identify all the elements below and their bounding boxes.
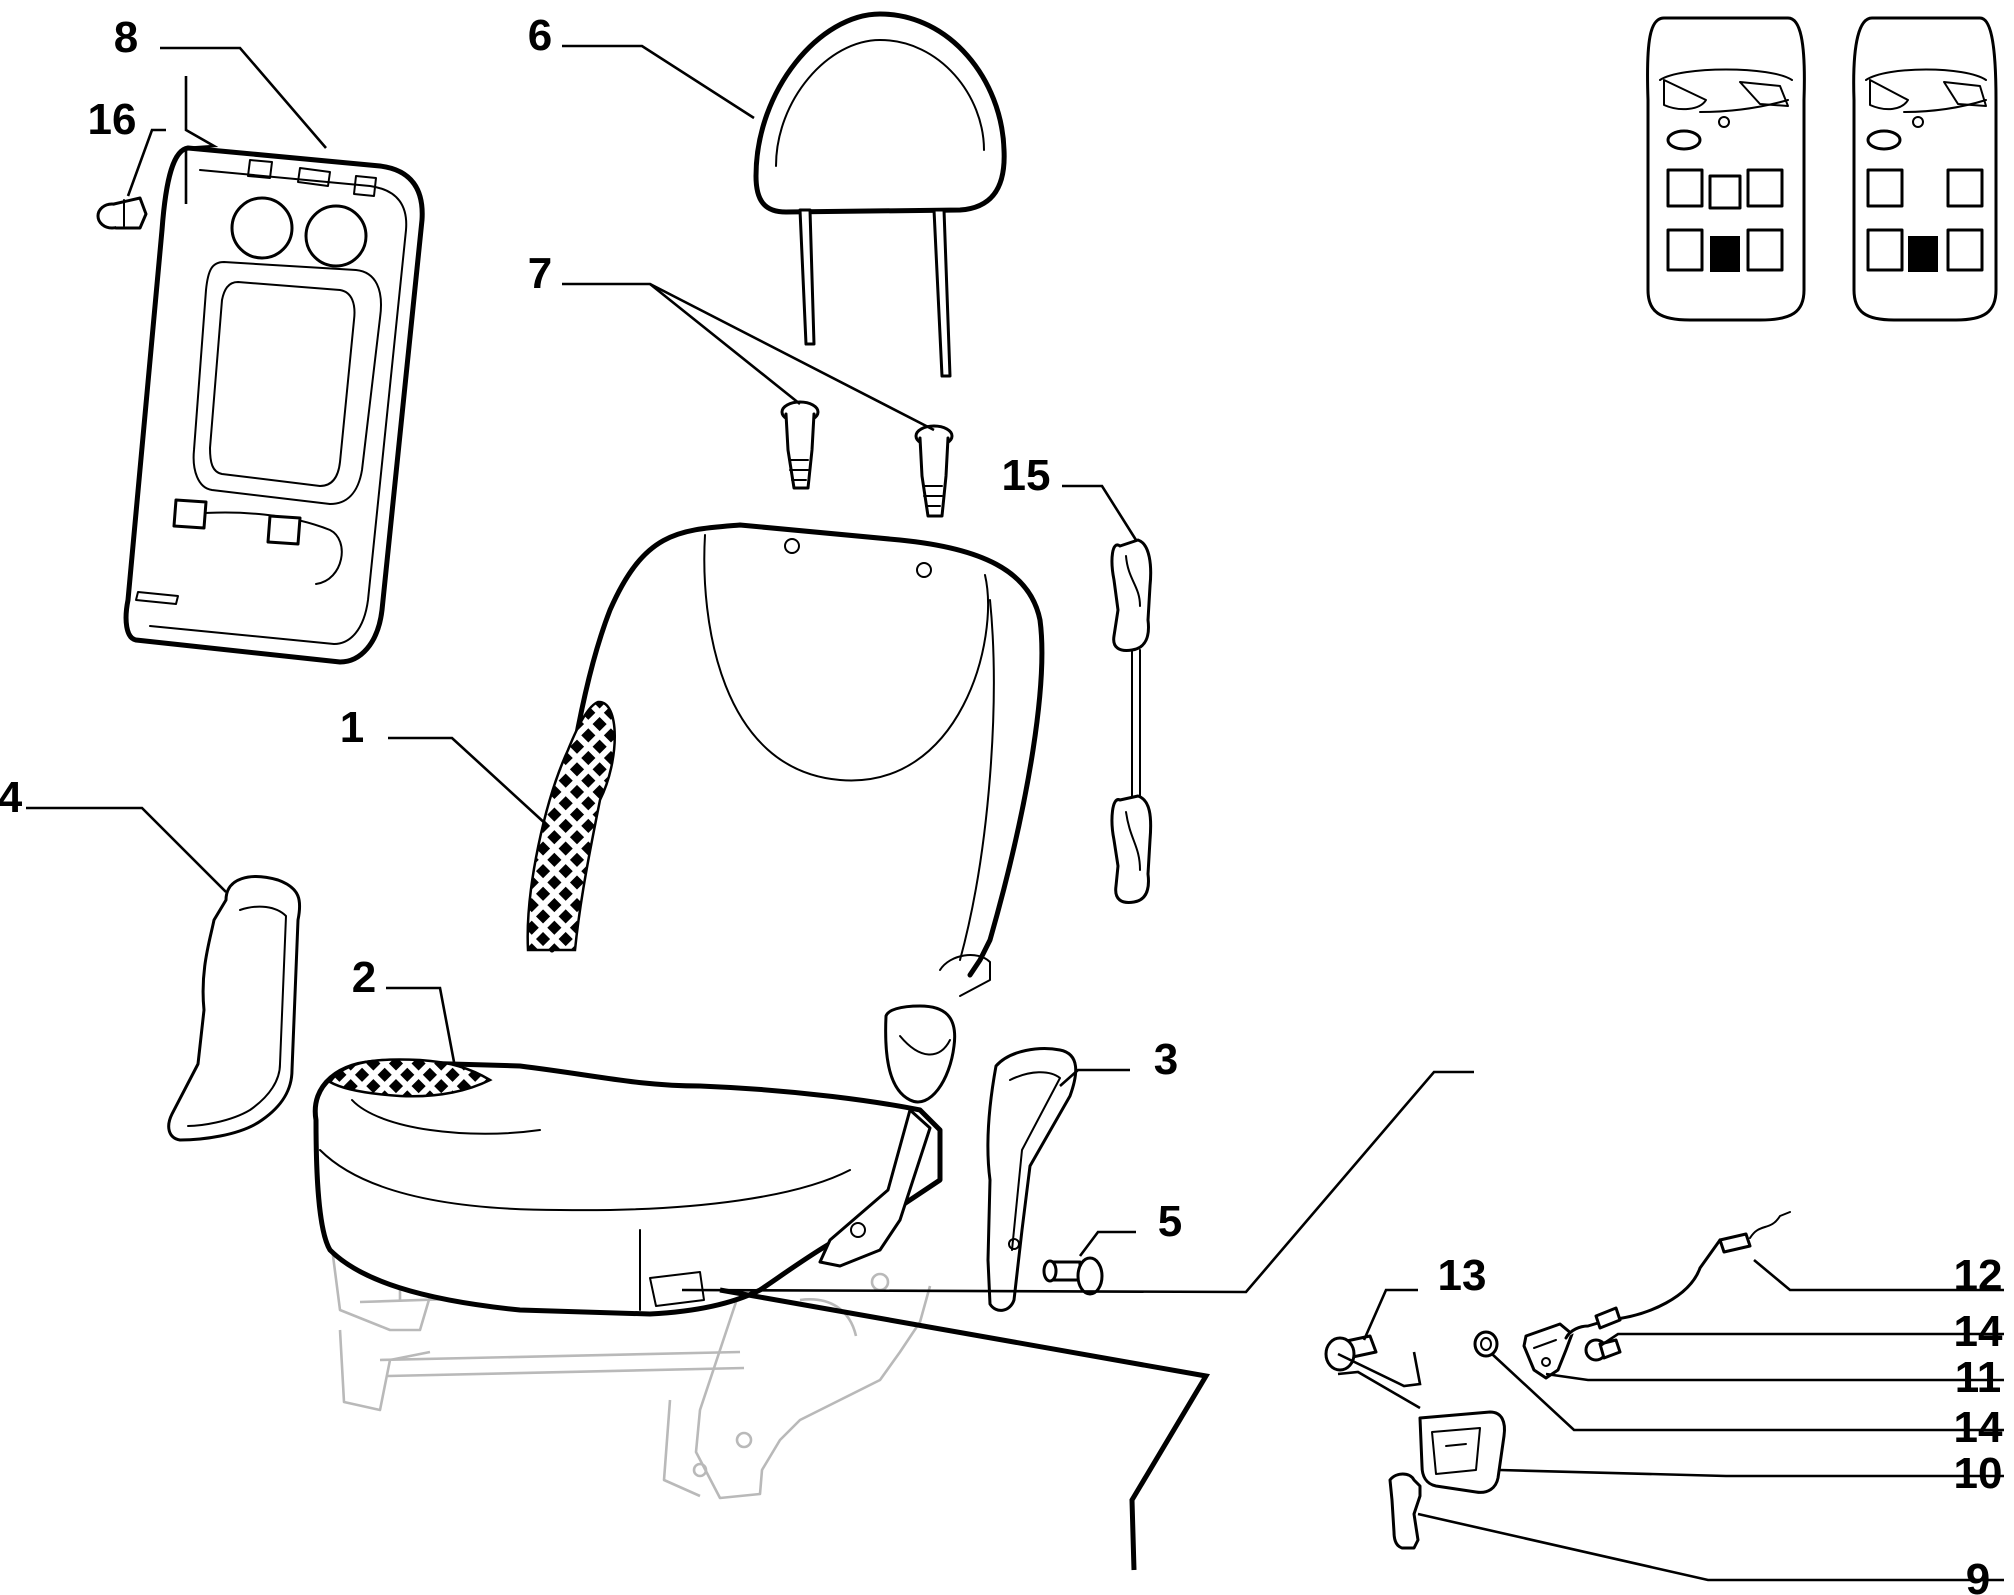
part-6-headrest (753, 11, 1007, 378)
backrest-mesh-insert (526, 700, 616, 952)
callout-3: 3 (1154, 1035, 1178, 1084)
leader-14b (1491, 1353, 2004, 1432)
leader-14a (1599, 1332, 2004, 1348)
leader-12 (1753, 1259, 2004, 1292)
part-14-washer-a (1473, 1330, 1499, 1358)
callout-13: 13 (1438, 1251, 1487, 1300)
leader-7b (649, 282, 935, 432)
leader-6 (562, 44, 755, 120)
leader-13 (1362, 1288, 1418, 1341)
callout-16: 16 (88, 95, 137, 144)
cushion-mesh-insert (328, 1058, 493, 1098)
part-5-bolt (1042, 1256, 1104, 1296)
callout-8: 8 (114, 13, 138, 62)
part-11-latch (1522, 1322, 1574, 1380)
leader-3 (1059, 1068, 1130, 1087)
leader-2 (386, 986, 456, 1063)
callout-4: 4 (0, 773, 23, 822)
callout-10: 10 (1954, 1449, 2003, 1498)
callout-7: 7 (528, 249, 552, 298)
callout-6: 6 (528, 11, 552, 60)
callout-14a: 14 (1954, 1307, 2003, 1356)
part-16-clip (96, 196, 148, 230)
callout-11: 11 (1955, 1353, 2002, 1402)
leader-9 (1417, 1512, 2004, 1582)
leader-11 (1545, 1372, 2004, 1382)
car-locator-left-icon (1646, 16, 1806, 322)
car-locator-right-icon (1852, 16, 1998, 322)
part-3-side-trim (986, 1047, 1078, 1312)
part-4-side-trim (167, 875, 302, 1142)
leader-5 (1078, 1230, 1136, 1257)
callout-9: 9 (1966, 1555, 1990, 1595)
leader-4 (26, 806, 227, 893)
callout-14b: 14 (1954, 1403, 2003, 1452)
leader-13b (1337, 1351, 1422, 1388)
part-12-cable (1564, 1211, 1791, 1340)
leader-lines (26, 44, 2004, 1582)
seat-assembly (312, 522, 1045, 1317)
callout-5: 5 (1158, 1197, 1182, 1246)
part-7-headrest-guide (780, 400, 820, 490)
part-7-headrest-guide-2 (914, 424, 954, 518)
part-8-rear-panel (123, 145, 425, 665)
section-line-upper (681, 1070, 1474, 1294)
part-9-handle-lever (1388, 1472, 1422, 1550)
callout-labels: 1 2 3 4 5 6 7 8 9 10 11 12 13 14 14 15 1… (0, 11, 2003, 1595)
part-15-strap (1110, 538, 1153, 904)
leader-1 (388, 736, 549, 827)
callout-15: 15 (1002, 451, 1051, 500)
leader-10 (1499, 1468, 2004, 1478)
part-13-screw (1324, 1334, 1378, 1372)
callout-2: 2 (352, 953, 376, 1002)
leader-8 (160, 46, 327, 149)
callout-1: 1 (340, 703, 364, 752)
leader-13c (1337, 1370, 1421, 1410)
section-line-lower (719, 1287, 1211, 1571)
callout-12: 12 (1954, 1251, 2003, 1300)
leader-15 (1062, 484, 1138, 541)
leader-8b (184, 76, 219, 204)
part-10-handle-housing (1418, 1410, 1506, 1494)
leader-16 (126, 128, 166, 197)
